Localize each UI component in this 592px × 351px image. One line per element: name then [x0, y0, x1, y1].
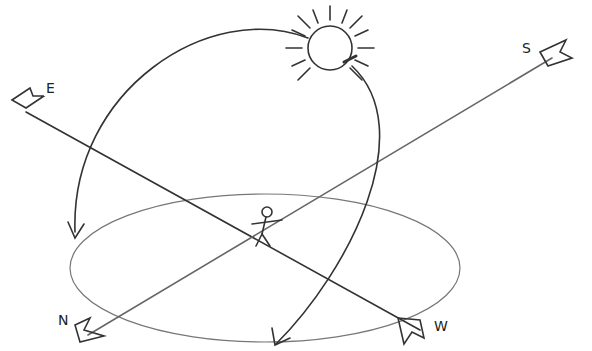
arrowhead — [272, 328, 290, 345]
arrow-flag — [540, 40, 572, 66]
arrow-flag — [398, 318, 424, 344]
compass-axis — [26, 112, 420, 330]
observer-figure — [252, 207, 282, 246]
arrow-flag — [12, 88, 44, 108]
compass-letter: N — [56, 312, 70, 328]
compass-letter: W — [432, 318, 450, 334]
compass-letter: E — [44, 80, 57, 96]
sun-arc — [75, 29, 308, 232]
compass-letter: S — [520, 40, 533, 56]
sun-symbol — [286, 6, 374, 80]
arrowhead — [68, 222, 84, 238]
arrow-flag — [75, 318, 104, 342]
compass-axis — [88, 58, 552, 335]
sun-arc — [276, 66, 380, 344]
